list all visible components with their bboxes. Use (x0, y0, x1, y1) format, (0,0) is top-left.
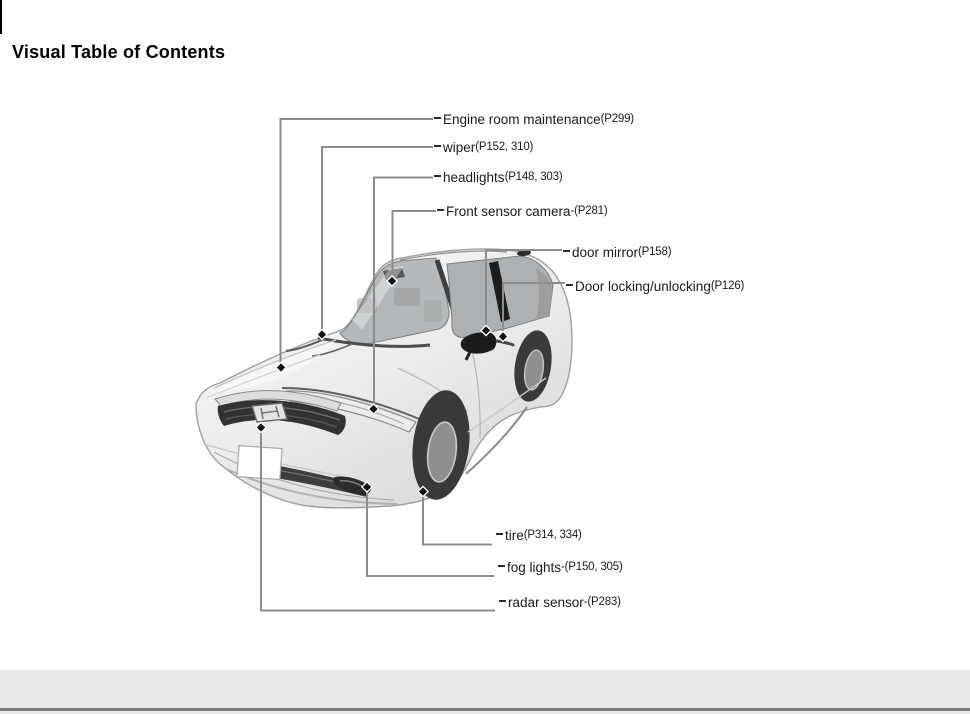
point-headlights (367, 402, 380, 416)
point-wiper (315, 328, 329, 341)
door-handle (495, 339, 515, 347)
leader-tick (434, 117, 441, 119)
callout-wiper[interactable]: wiper (P152, 310) (434, 138, 533, 156)
callout-label: door mirror (572, 244, 639, 260)
callout-front-sensor-camera[interactable]: Front sensor camera -(P281) (437, 202, 608, 220)
page-edge-mark (0, 0, 2, 34)
callout-label: headlights (443, 169, 505, 185)
callout-pages: (P148, 303) (504, 171, 563, 183)
wiper-arm (311, 343, 353, 357)
cowl-line (317, 336, 431, 348)
point-tire (416, 485, 430, 498)
leader-door-locking (502, 282, 565, 333)
antenna (517, 249, 531, 257)
callout-label: Door locking/unlocking (575, 278, 711, 294)
leader-door-mirror (485, 249, 562, 327)
footer-band (0, 670, 970, 714)
callout-pages: -(P150, 305) (561, 561, 623, 573)
callout-tire[interactable]: tire (P314, 334) (496, 526, 582, 544)
callout-label: wiper (443, 139, 476, 155)
leader-radar-sensor (260, 431, 495, 612)
leader-front-sensor-camera (391, 210, 436, 278)
callout-pages: -(P283) (583, 596, 621, 608)
b-pillar (489, 261, 510, 322)
leader-tick (498, 565, 505, 567)
leader-tick (434, 145, 441, 147)
leader-engine-room-maintenance (279, 118, 433, 364)
footer-rule (0, 708, 970, 711)
callout-label: tire (505, 527, 524, 543)
leader-wiper (321, 146, 433, 331)
side-crease (467, 377, 547, 433)
hood-crease (205, 354, 321, 399)
callout-label: Engine room maintenance (443, 111, 601, 127)
interior-hint (394, 288, 420, 306)
door-mirror-stem (464, 351, 472, 361)
leader-tick (563, 250, 570, 252)
wiper-arm (285, 339, 323, 352)
callout-radar-sensor[interactable]: radar sensor -(P283) (499, 593, 621, 611)
leader-tick (566, 284, 573, 286)
callout-pages: (P126) (710, 280, 745, 292)
leader-tick (496, 533, 503, 535)
roof-line (399, 250, 508, 261)
callout-label: fog lights (507, 559, 562, 575)
callout-fog-lights[interactable]: fog lights -(P150, 305) (498, 558, 623, 576)
callout-pages: (P314, 334) (523, 529, 582, 541)
rear-wheel-rim (523, 349, 545, 391)
callout-door-mirror[interactable]: door mirror (P158) (563, 243, 672, 261)
rear-pillar-shade (536, 268, 553, 320)
callout-pages: (P158) (638, 246, 672, 258)
bumper-lip-shade (213, 451, 395, 501)
callout-pages: (P299) (600, 113, 635, 125)
front-wheel-rim (426, 421, 458, 483)
grille-chrome-bar (214, 390, 342, 412)
front-camera-housing (383, 268, 405, 280)
callout-engine-room-maintenance[interactable]: Engine room maintenance (P299) (434, 110, 634, 128)
page-title: Visual Table of Contents (12, 42, 226, 62)
leader-lines (260, 118, 565, 612)
point-radar-sensor (254, 421, 268, 434)
interior-hint (424, 300, 442, 322)
callout-label: radar sensor (508, 594, 584, 610)
leader-tire (422, 495, 492, 546)
callout-pages: (P152, 310) (475, 141, 534, 153)
leader-tick (499, 600, 506, 602)
leader-tick (434, 175, 441, 177)
sill-line (465, 406, 528, 475)
callout-points (254, 274, 510, 498)
leader-fog-lights (366, 490, 494, 577)
point-fog-lights (360, 480, 374, 494)
callout-pages: -(P281) (570, 205, 608, 217)
hood-highlight (210, 338, 338, 392)
vehicle-illustration (195, 248, 573, 509)
interior-hint (357, 298, 377, 313)
brand-emblem-mark (260, 405, 280, 420)
leader-headlights (373, 176, 433, 406)
point-door-mirror (479, 324, 493, 337)
callout-door-locking-unlocking[interactable]: Door locking/unlocking (P126) (566, 277, 744, 295)
leader-tick (437, 209, 444, 211)
headlight-eyebrow (281, 387, 425, 422)
point-engine-room-maintenance (274, 361, 288, 374)
door-mirror-graphic (460, 332, 497, 354)
callout-headlights[interactable]: headlights (P148, 303) (434, 168, 563, 186)
callout-label: Front sensor camera (446, 203, 571, 219)
point-door-locking (496, 330, 510, 343)
license-plate (236, 444, 283, 481)
point-front-sensor-camera (385, 274, 399, 288)
